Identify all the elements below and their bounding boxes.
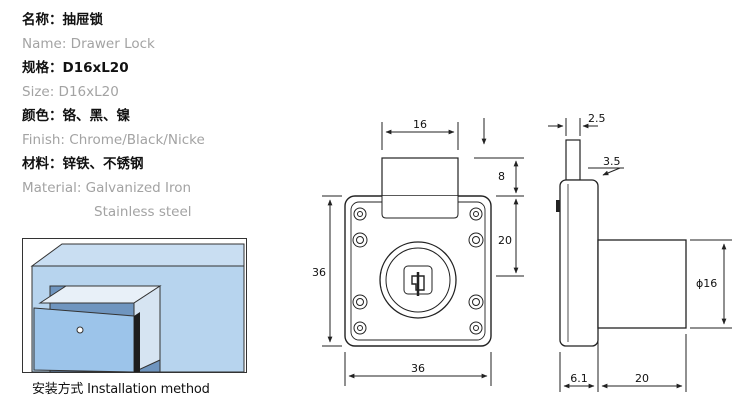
dim-step: 3.5 [603, 155, 621, 168]
cabinet-top [30, 243, 245, 267]
hole-icon [353, 321, 367, 335]
side-plate [559, 179, 599, 347]
hole-icon [469, 207, 483, 221]
hole-icon [468, 294, 484, 310]
finish-en: Finish: Chrome/Black/Nicke [22, 132, 205, 148]
side-tab [565, 139, 581, 181]
cylinder-inner [385, 247, 451, 313]
dim-top-height: 8 [498, 170, 505, 183]
front-view [344, 157, 492, 347]
side-view [556, 139, 687, 347]
drawer-front [33, 307, 135, 373]
front-dimensions: 16 8 20 36 36 [312, 118, 524, 386]
dim-body-width: 36 [411, 362, 425, 375]
installation-caption: 安装方式 Installation method [32, 382, 210, 397]
color-cn: 颜色：铬、黑、镍 [22, 108, 130, 124]
keyhole-icon [76, 326, 84, 334]
name-cn: 名称：抽屉锁 [22, 12, 103, 28]
dim-body-height: 36 [312, 266, 326, 279]
hole-icon [353, 207, 367, 221]
dim-flange: 6.1 [570, 372, 588, 385]
side-cylinder [597, 239, 687, 329]
dim-length: 20 [635, 372, 649, 385]
dim-inner-height: 20 [498, 234, 512, 247]
spec-list: 名称：抽屉锁 Name: Drawer Lock 规格：D16xL20 Size… [22, 8, 205, 224]
installation-illustration [22, 238, 247, 373]
material-en-1: Material: Galvanized Iron [22, 180, 192, 196]
dim-top-width: 16 [413, 118, 427, 131]
material-en-2: Stainless steel [94, 204, 192, 220]
hole-icon [469, 321, 483, 335]
mounting-holes [352, 207, 484, 335]
material-cn: 材料：锌铁、不锈钢 [22, 156, 144, 172]
drawer-edge [134, 312, 140, 372]
dim-diameter: ϕ16 [696, 277, 717, 290]
dim-thickness-top: 2.5 [588, 112, 606, 125]
side-clip [556, 200, 560, 212]
hole-icon [352, 232, 368, 248]
name-en: Name: Drawer Lock [22, 36, 155, 52]
hole-icon [352, 294, 368, 310]
size-en: Size: D16xL20 [22, 84, 119, 100]
side-dimensions: 2.5 3.5 ϕ16 6.1 20 [548, 112, 732, 392]
tab-seat [381, 196, 459, 219]
size-cn: 规格：D16xL20 [22, 60, 129, 76]
hole-icon [468, 232, 484, 248]
technical-drawing: 16 8 20 36 36 2.5 3.5 [312, 112, 732, 392]
